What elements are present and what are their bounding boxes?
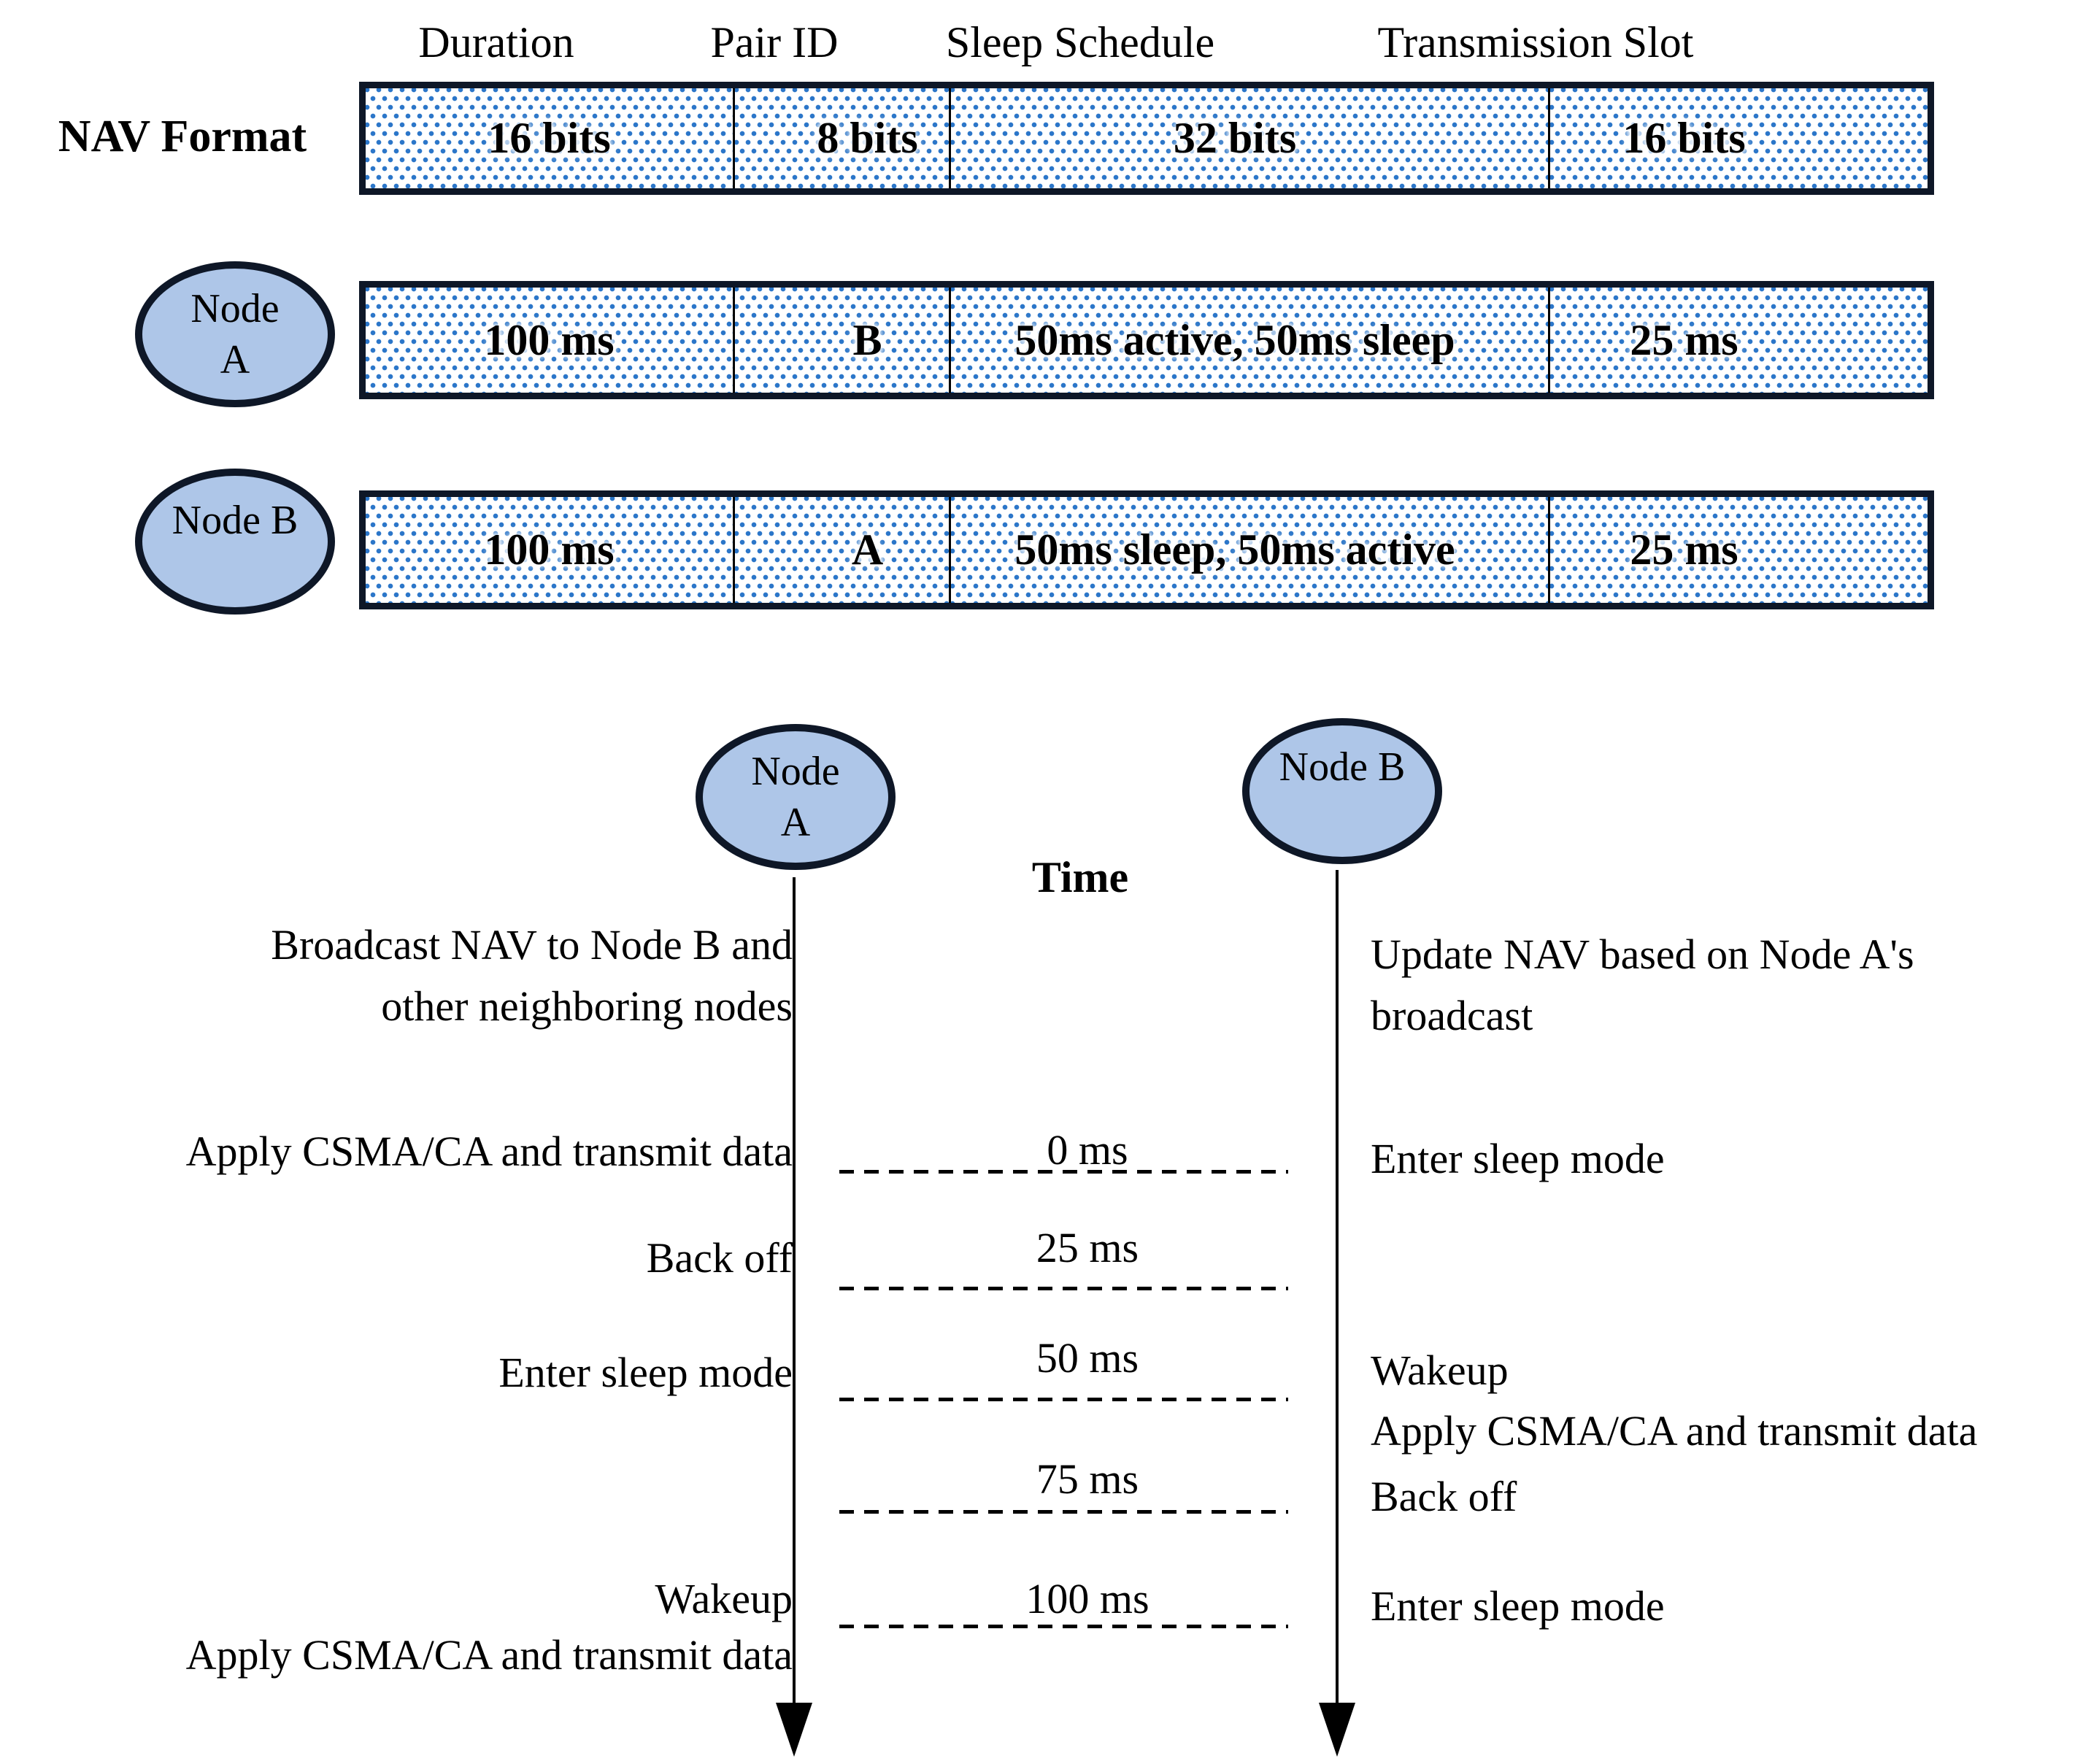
dashed-timeline-0ms <box>839 1170 1288 1174</box>
node-b-cell-sleep-schedule: 50ms sleep, 50ms active <box>951 497 1550 603</box>
nav-format-cell-transmission-slot: 16 bits <box>1550 88 1928 188</box>
node-a-label-line1: Node <box>190 286 280 331</box>
node-a-event-transmit-2: Apply CSMA/CA and transmit data <box>185 1631 793 1679</box>
dashed-timeline-75ms <box>839 1510 1288 1514</box>
duration-bits-value: 16 bits <box>488 114 611 162</box>
node-b-lifeline <box>1336 870 1339 1704</box>
node-b-ellipse: Node B <box>135 469 335 615</box>
node-a-duration-value: 100 ms <box>484 315 615 364</box>
node-a-cell-sleep-schedule: 50ms active, 50ms sleep <box>951 288 1550 393</box>
node-b-nav-table: 100 ms A 50ms sleep, 50ms active 25 ms <box>359 490 1934 609</box>
dashed-timeline-25ms <box>839 1287 1288 1290</box>
node-b-event-enter-sleep-2: Enter sleep mode <box>1371 1582 1665 1630</box>
node-a-event-back-off: Back off <box>646 1234 793 1282</box>
node-b-event-wakeup: Wakeup <box>1371 1347 1509 1394</box>
node-a-cell-pair-id: B <box>735 288 951 393</box>
node-a-lifeline-arrowhead-icon <box>776 1703 812 1757</box>
node-b-event-transmit: Apply CSMA/CA and transmit data <box>1371 1407 1978 1455</box>
node-a-pair-id-value: B <box>852 315 882 364</box>
node-a-event-broadcast: Broadcast NAV to Node B and other neighb… <box>44 914 793 1037</box>
dashed-timeline-100ms <box>839 1625 1288 1628</box>
transmission-slot-bits-value: 16 bits <box>1622 114 1746 162</box>
node-b-event-update-line2: broadcast <box>1371 992 1533 1039</box>
nav-format-cell-duration: 16 bits <box>366 88 735 188</box>
timeline-node-a-label-line1: Node <box>751 749 840 794</box>
time-marker-25ms: 25 ms <box>1036 1224 1139 1271</box>
node-a-event-broadcast-line2: other neighboring nodes <box>381 982 793 1030</box>
node-a-event-enter-sleep: Enter sleep mode <box>498 1349 793 1396</box>
nav-format-cell-sleep-schedule: 32 bits <box>951 88 1550 188</box>
node-b-pair-id-value: A <box>851 525 884 574</box>
node-b-lifeline-arrowhead-icon <box>1319 1703 1355 1757</box>
nav-format-row-label: NAV Format <box>58 112 307 161</box>
column-header-transmission-slot: Transmission Slot <box>1377 18 1694 66</box>
node-b-transmission-slot-value: 25 ms <box>1630 525 1738 574</box>
node-b-event-update-nav: Update NAV based on Node A's broadcast <box>1371 924 2071 1047</box>
column-header-sleep-schedule: Sleep Schedule <box>945 18 1215 66</box>
node-b-cell-transmission-slot: 25 ms <box>1550 497 1928 603</box>
node-a-nav-table: 100 ms B 50ms active, 50ms sleep 25 ms <box>359 281 1934 399</box>
column-header-duration: Duration <box>418 18 574 66</box>
time-marker-0ms: 0 ms <box>1047 1126 1128 1174</box>
node-a-event-transmit-1: Apply CSMA/CA and transmit data <box>185 1128 793 1175</box>
node-a-event-wakeup: Wakeup <box>655 1575 793 1622</box>
timeline-node-b-ellipse: Node B <box>1242 718 1442 864</box>
node-a-cell-duration: 100 ms <box>366 288 735 393</box>
node-a-transmission-slot-value: 25 ms <box>1630 315 1738 364</box>
node-b-event-enter-sleep-1: Enter sleep mode <box>1371 1135 1665 1182</box>
pair-id-bits-value: 8 bits <box>817 114 918 162</box>
node-a-event-broadcast-line1: Broadcast NAV to Node B and <box>271 921 793 968</box>
sleep-schedule-bits-value: 32 bits <box>1173 114 1297 162</box>
timeline-node-a-label-line2: A <box>780 800 811 845</box>
time-marker-100ms: 100 ms <box>1025 1575 1150 1622</box>
node-a-label-line2: A <box>220 337 250 382</box>
time-marker-75ms: 75 ms <box>1036 1455 1139 1503</box>
node-b-sleep-schedule-value: 50ms sleep, 50ms active <box>1014 525 1455 574</box>
node-b-label: Node B <box>172 498 299 543</box>
timeline-node-a-ellipse: Node A <box>696 724 896 870</box>
node-b-event-back-off: Back off <box>1371 1473 1517 1520</box>
nav-format-cell-pair-id: 8 bits <box>735 88 951 188</box>
node-b-cell-duration: 100 ms <box>366 497 735 603</box>
node-b-duration-value: 100 ms <box>484 525 615 574</box>
node-a-sleep-schedule-value: 50ms active, 50ms sleep <box>1014 315 1455 364</box>
time-marker-50ms: 50 ms <box>1036 1334 1139 1382</box>
nav-format-table: 16 bits 8 bits 32 bits 16 bits <box>359 82 1934 195</box>
node-b-event-update-line1: Update NAV based on Node A's <box>1371 931 1914 978</box>
node-a-ellipse: Node A <box>135 261 335 407</box>
column-header-pair-id: Pair ID <box>710 18 839 66</box>
node-b-cell-pair-id: A <box>735 497 951 603</box>
timeline-node-b-label: Node B <box>1279 744 1406 790</box>
dashed-timeline-50ms <box>839 1398 1288 1401</box>
node-a-lifeline <box>793 877 796 1704</box>
node-a-cell-transmission-slot: 25 ms <box>1550 288 1928 393</box>
time-axis-label: Time <box>1031 853 1129 901</box>
